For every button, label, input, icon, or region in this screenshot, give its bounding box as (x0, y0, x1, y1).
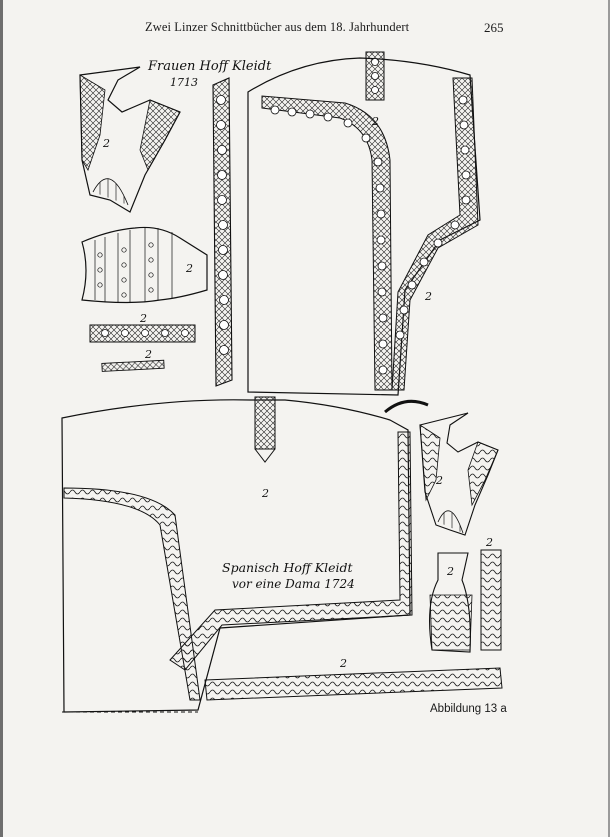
piece-number: 2 (446, 565, 454, 578)
cuff-strips: 2 2 (89, 312, 196, 372)
piece-number: 2 (102, 137, 110, 150)
piece-number: 2 (424, 290, 432, 303)
vertical-trim-strip (212, 77, 233, 387)
label-frauen-hoff-kleidt: Frauen Hoff Kleidt (147, 59, 272, 74)
bodice-front-piece: 2 (79, 66, 181, 213)
piece-number: 2 (435, 474, 443, 487)
label-vor-eine-dama-1724: vor eine Dama 1724 (232, 577, 355, 591)
page-number: 265 (484, 20, 504, 35)
page-shadow-left (0, 0, 3, 837)
small-collar-arc (384, 399, 429, 414)
small-vertical-strip: 2 (480, 536, 502, 651)
top-skirt-panel: 2 2 (247, 51, 481, 396)
piece-number: 2 (144, 348, 152, 361)
page-shadow-right (608, 0, 610, 837)
bottom-skirt-panel: 2 (61, 396, 413, 713)
piece-number: 2 (185, 262, 193, 275)
small-bodice-piece: 2 (419, 412, 499, 536)
piece-number: 2 (371, 115, 379, 128)
small-sleeve-piece: 2 (429, 552, 473, 653)
piece-number: 2 (339, 657, 347, 670)
piece-number: 2 (485, 536, 493, 549)
piece-number: 2 (261, 487, 269, 500)
label-spanisch-hoff-kleidt: Spanisch Hoff Kleidt (222, 560, 353, 575)
label-year-1713: 1713 (170, 76, 198, 89)
figure-caption: Abbildung 13 a (430, 703, 507, 715)
sleeve-piece: 2 (81, 226, 208, 304)
running-title: Zwei Linzer Schnittbücher aus dem 18. Ja… (145, 20, 410, 34)
piece-number: 2 (139, 312, 147, 325)
bottom-trim-strip: 2 (204, 657, 503, 701)
